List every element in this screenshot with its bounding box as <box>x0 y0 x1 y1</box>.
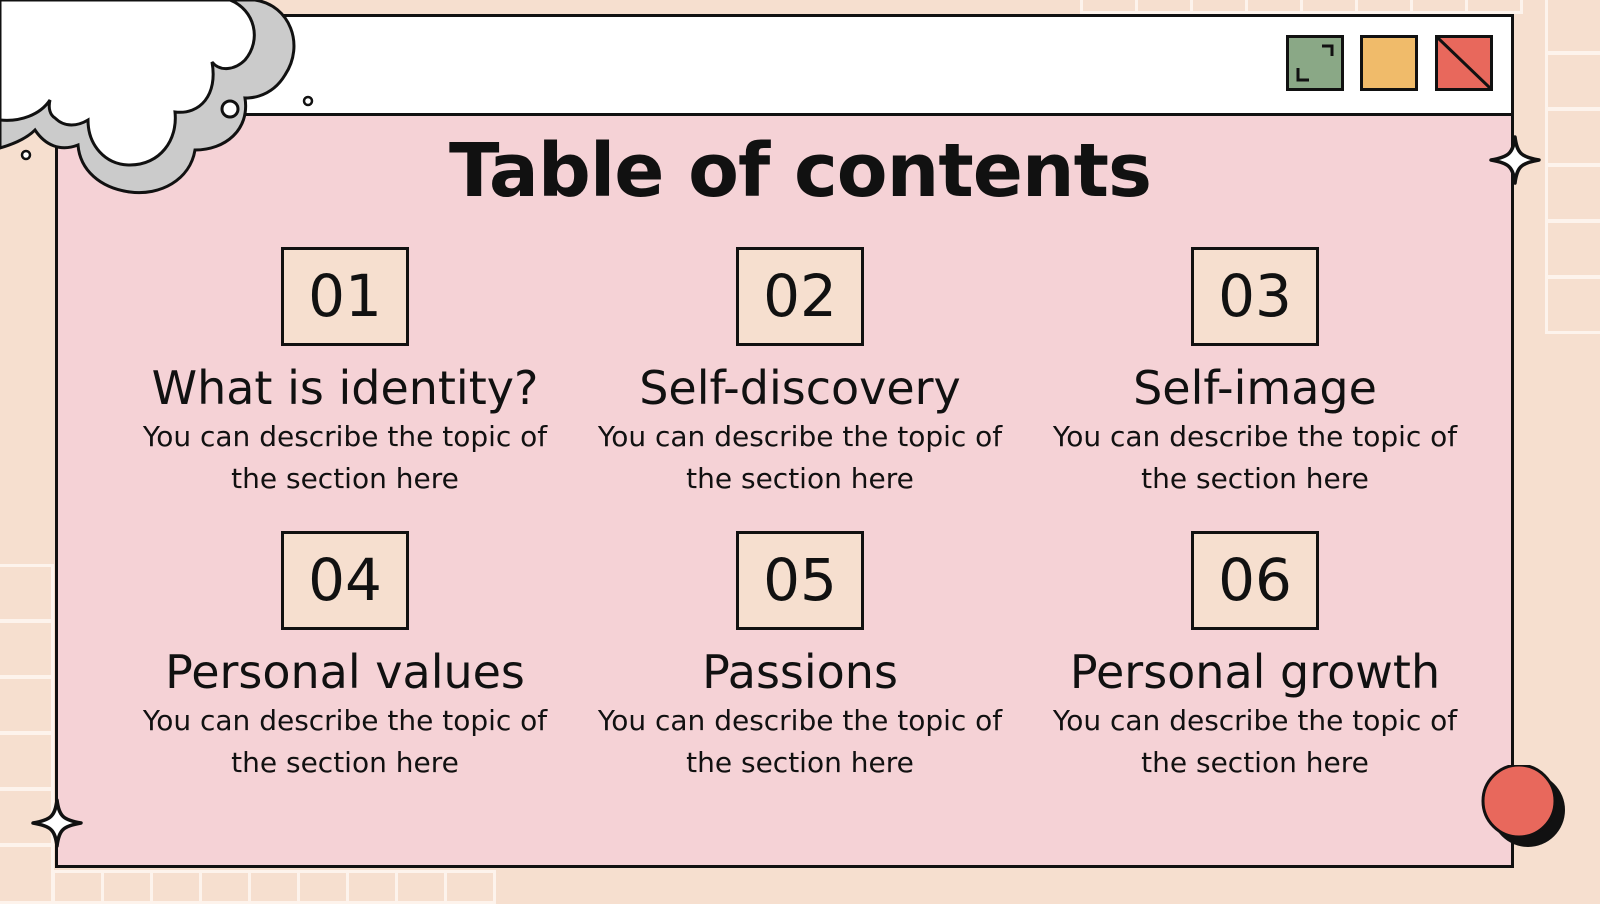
section-title: What is identity? <box>151 361 539 415</box>
cloud-icon <box>0 0 314 195</box>
section-description-line2: the section here <box>1141 746 1369 779</box>
window-titlebar <box>58 17 1511 116</box>
section-description-line2: the section here <box>231 746 459 779</box>
section-description-line2: the section here <box>686 746 914 779</box>
section-description-line2: the section here <box>231 462 459 495</box>
toc-item-03: 03 Self-image You can describe the topic… <box>1045 247 1465 500</box>
section-title: Passions <box>702 645 898 699</box>
section-description-line1: You can describe the topic of <box>142 704 548 737</box>
section-description-line1: You can describe the topic of <box>142 420 548 453</box>
section-number: 04 <box>281 531 409 630</box>
maximize-button[interactable] <box>1286 35 1344 91</box>
toc-item-05: 05 Passions You can describe the topic o… <box>590 531 1010 784</box>
section-number: 02 <box>736 247 864 346</box>
diagonal-slash-icon <box>1438 38 1490 88</box>
section-description-line1: You can describe the topic of <box>597 704 1003 737</box>
section-description-line2: the section here <box>1141 462 1369 495</box>
section-title: Personal growth <box>1069 645 1441 699</box>
section-number: 01 <box>281 247 409 346</box>
section-number: 03 <box>1191 247 1319 346</box>
section-title: Self-image <box>1133 361 1377 415</box>
section-description-line1: You can describe the topic of <box>1052 704 1458 737</box>
sparkle-icon <box>31 798 83 848</box>
minimize-button[interactable] <box>1360 35 1418 91</box>
section-number: 05 <box>736 531 864 630</box>
toc-item-04: 04 Personal values You can describe the … <box>135 531 555 784</box>
red-circle-icon <box>1481 765 1565 847</box>
slide-window <box>55 14 1514 868</box>
toc-item-06: 06 Personal growth You can describe the … <box>1045 531 1465 784</box>
close-button[interactable] <box>1435 35 1493 91</box>
section-title: Self-discovery <box>639 361 961 415</box>
toc-item-02: 02 Self-discovery You can describe the t… <box>590 247 1010 500</box>
toc-item-01: 01 What is identity? You can describe th… <box>135 247 555 500</box>
section-description-line1: You can describe the topic of <box>597 420 1003 453</box>
section-description-line1: You can describe the topic of <box>1052 420 1458 453</box>
section-number: 06 <box>1191 531 1319 630</box>
sparkle-icon <box>1489 135 1541 185</box>
expand-corners-icon <box>1296 44 1334 82</box>
section-description-line2: the section here <box>686 462 914 495</box>
page-title: Table of contents <box>448 128 1152 214</box>
section-title: Personal values <box>165 645 525 699</box>
